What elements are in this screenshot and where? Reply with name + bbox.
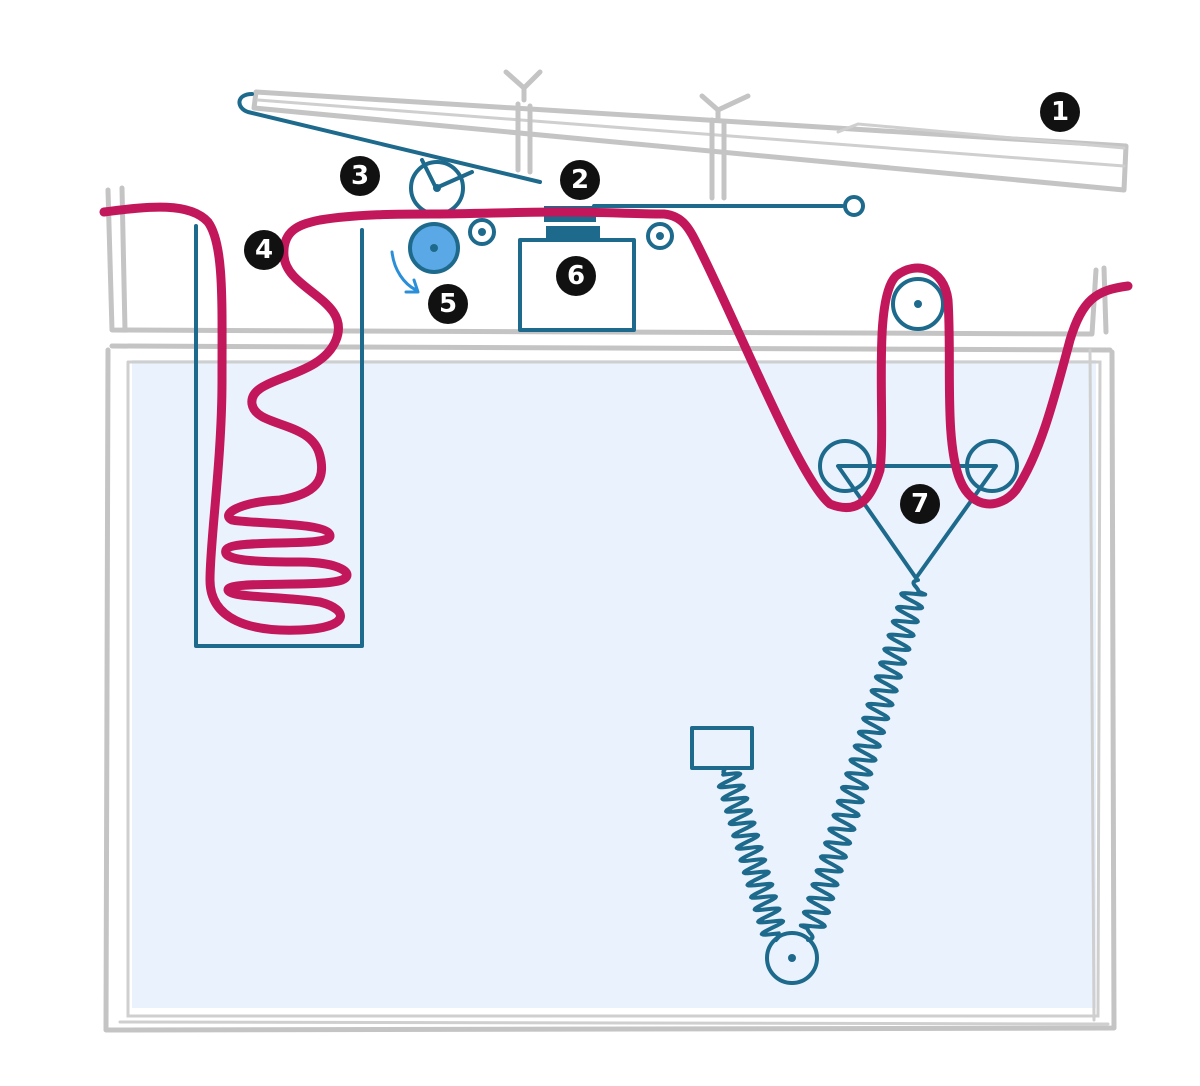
- spring-short: [716, 766, 786, 942]
- tension-arm: [818, 439, 1019, 580]
- badge-2: 2: [560, 160, 600, 200]
- badge-4-label: 4: [255, 235, 273, 265]
- capstan: [390, 222, 460, 294]
- head-arm: [251, 69, 1129, 201]
- guide-roller-left: [468, 218, 496, 246]
- badge-1-label: 1: [1051, 97, 1069, 127]
- badge-5: 5: [428, 284, 468, 324]
- badge-4: 4: [244, 230, 284, 270]
- frame: [103, 185, 1117, 1033]
- head-block: [518, 226, 636, 332]
- head: [546, 226, 600, 242]
- badge-3: 3: [340, 156, 380, 196]
- badge-1: 1: [1040, 92, 1080, 132]
- badge-6: 6: [556, 256, 596, 296]
- spring-anchor: [690, 726, 754, 770]
- badge-2-label: 2: [571, 165, 589, 195]
- tape-bin: [194, 224, 364, 648]
- pinch-roller: [409, 160, 465, 216]
- badge-3-label: 3: [351, 161, 369, 191]
- bottom-pulley: [765, 931, 819, 985]
- badge-7-label: 7: [911, 489, 929, 519]
- spring-long: [798, 578, 928, 942]
- guide-roller-right: [646, 222, 674, 250]
- rotation-arrow-icon: [390, 250, 418, 292]
- tape-path: [99, 202, 1133, 635]
- badge-5-label: 5: [439, 289, 457, 319]
- badge-7: 7: [900, 484, 940, 524]
- badge-6-label: 6: [567, 261, 585, 291]
- dancer-roller-top: [891, 277, 945, 331]
